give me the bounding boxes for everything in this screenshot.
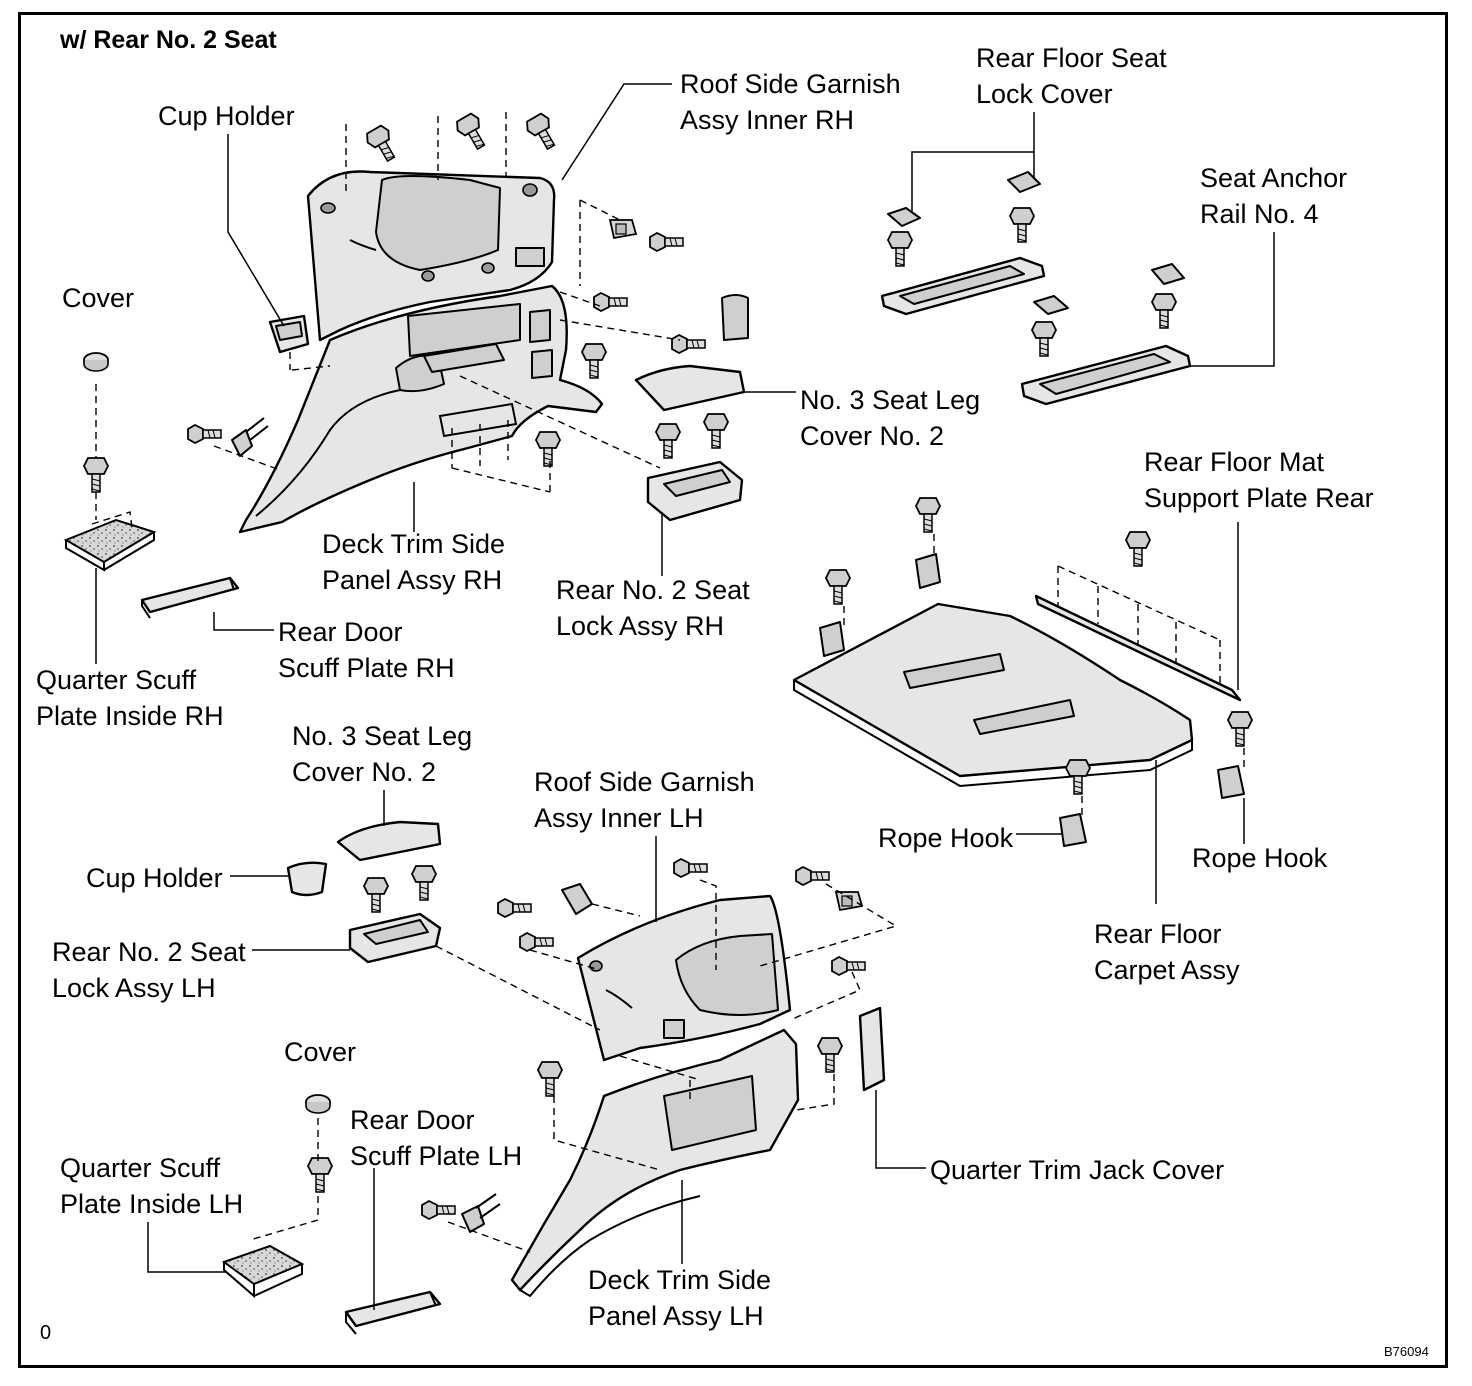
roof-side-garnish-rh-part — [306, 170, 556, 342]
rear-no2-seat-lock-lh-part — [348, 865, 442, 964]
diagram-frame — [18, 12, 1448, 1368]
quarter-scuff-plate-lh-part — [221, 1244, 305, 1299]
seat-leg-cover-rh-part — [634, 294, 749, 412]
label-rear-door-scuff-plate-rh: Rear Door Scuff Plate RH — [278, 617, 455, 683]
label-seat-leg-cover-rh: No. 3 Seat Leg Cover No. 2 — [800, 385, 981, 451]
label-rear-no2-seat-lock-rh: Rear No. 2 Seat Lock Assy RH — [556, 575, 750, 641]
seat-leg-cover-lh-part — [336, 820, 442, 862]
label-seat-leg-cover-lh: No. 3 Seat Leg Cover No. 2 — [292, 721, 473, 787]
rear-floor-carpet-part — [792, 497, 1253, 816]
label-roof-side-garnish-lh: Roof Side Garnish Assy Inner LH — [534, 767, 755, 833]
label-roof-side-garnish-rh: Roof Side Garnish Assy Inner RH — [680, 69, 901, 135]
cup-holder-lh-part — [286, 861, 328, 897]
label-quarter-trim-jack-cover: Quarter Trim Jack Cover — [930, 1155, 1225, 1185]
label-rear-door-scuff-plate-lh: Rear Door Scuff Plate LH — [350, 1105, 523, 1171]
label-cover-rh: Cover — [62, 283, 135, 313]
label-rear-floor-carpet: Rear Floor Carpet Assy — [1094, 919, 1240, 985]
quarter-scuff-plate-rh-part — [63, 511, 157, 572]
label-seat-anchor-rail: Seat Anchor Rail No. 4 — [1200, 163, 1348, 229]
label-rear-floor-seat-lock-cover: Rear Floor Seat Lock Cover — [976, 43, 1167, 109]
cup-holder-rh-part — [268, 314, 310, 354]
label-rear-no2-seat-lock-lh: Rear No. 2 Seat Lock Assy LH — [52, 937, 246, 1003]
rh-dashed-leaders — [95, 112, 681, 520]
seat-anchor-rails-part — [880, 171, 1192, 406]
rear-door-scuff-plate-lh-part — [344, 1290, 442, 1335]
label-rope-hook-right: Rope Hook — [1192, 843, 1328, 873]
label-rear-floor-mat-support-plate: Rear Floor Mat Support Plate Rear — [1144, 447, 1374, 513]
rear-door-scuff-plate-rh-part — [140, 576, 240, 619]
corner-mark: 0 — [40, 1322, 52, 1344]
label-leaders — [95, 83, 1275, 1310]
label-cover-lh: Cover — [284, 1037, 357, 1067]
label-rope-hook-left: Rope Hook — [878, 823, 1014, 853]
figure-code: B76094 — [1384, 1344, 1429, 1359]
rear-no2-seat-lock-rh-part — [646, 413, 744, 522]
label-cup-holder-lh: Cup Holder — [86, 863, 223, 893]
diagram-title: w/ Rear No. 2 Seat — [60, 26, 277, 54]
deck-trim-side-panel-lh-part — [510, 1006, 886, 1298]
label-deck-trim-side-panel-lh: Deck Trim Side Panel Assy LH — [588, 1265, 772, 1331]
lh-dashed-leaders — [249, 879, 898, 1253]
label-cup-holder-rh: Cup Holder — [158, 101, 295, 131]
rope-hooks-part — [819, 553, 1245, 847]
label-deck-trim-side-panel-rh: Deck Trim Side Panel Assy RH — [322, 529, 506, 595]
roof-side-garnish-lh-part — [576, 894, 792, 1062]
label-quarter-scuff-plate-lh: Quarter Scuff Plate Inside LH — [60, 1153, 244, 1219]
rh-fasteners — [83, 110, 706, 493]
label-quarter-scuff-plate-rh: Quarter Scuff Plate Inside RH — [36, 665, 224, 731]
deck-trim-side-panel-rh-part — [238, 284, 604, 534]
